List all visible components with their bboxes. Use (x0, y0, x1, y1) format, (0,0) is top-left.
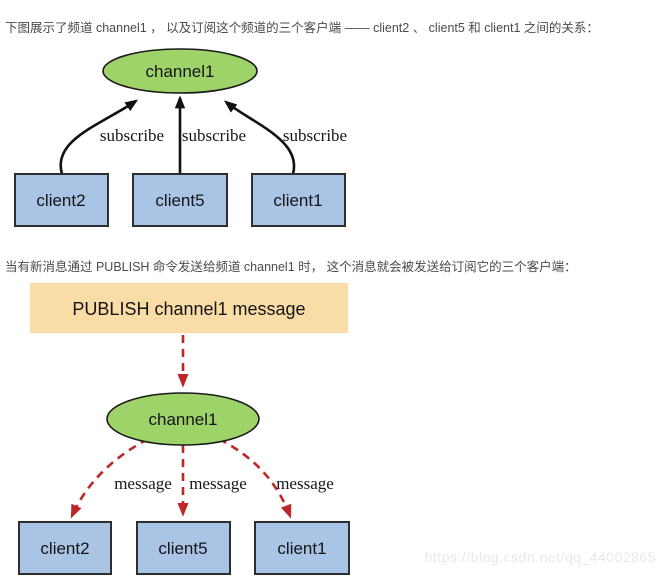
client-node (14, 173, 109, 227)
edge-label-message: message (189, 474, 247, 493)
client-node (132, 173, 228, 227)
client-label: client1 (277, 539, 326, 558)
client-label: client2 (36, 191, 85, 210)
edge-label-message: message (276, 474, 334, 493)
publish-diagram: PUBLISH channel1 message channel1 messag… (18, 283, 350, 575)
edge-label-message: message (114, 474, 172, 493)
publish-paragraph: 当有新消息通过 PUBLISH 命令发送给频道 channel1 时， 这个消息… (5, 259, 577, 274)
message-arrow-right (218, 437, 292, 519)
client-label: client5 (155, 191, 204, 210)
subscribe-arrow-right (223, 100, 296, 175)
channel-label: channel1 (148, 410, 217, 429)
intro-paragraph: 下图展示了频道 channel1 ， 以及订阅这个频道的三个客户端 —— cli… (5, 20, 599, 35)
client-label: client5 (158, 539, 207, 558)
client-node (251, 173, 346, 227)
csdn-watermark: https://blog.csdn.net/qq_44002865 (424, 549, 656, 565)
client-node (136, 521, 231, 575)
subscribe-arrow-left (59, 99, 139, 175)
subscribe-diagram: channel1 subscribe subscribe subscribe c… (14, 48, 347, 227)
edge-label-subscribe: subscribe (100, 126, 164, 145)
message-arrow-left (70, 437, 149, 519)
channel-node (102, 48, 258, 94)
publish-command-box (30, 283, 348, 333)
client-label: client1 (273, 191, 322, 210)
channel-node (106, 392, 260, 446)
edge-label-subscribe: subscribe (283, 126, 347, 145)
client-label: client2 (40, 539, 89, 558)
channel-label: channel1 (145, 62, 214, 81)
client-node (18, 521, 112, 575)
edge-label-subscribe: subscribe (182, 126, 246, 145)
client-node (254, 521, 350, 575)
publish-command-label: PUBLISH channel1 message (72, 299, 305, 319)
